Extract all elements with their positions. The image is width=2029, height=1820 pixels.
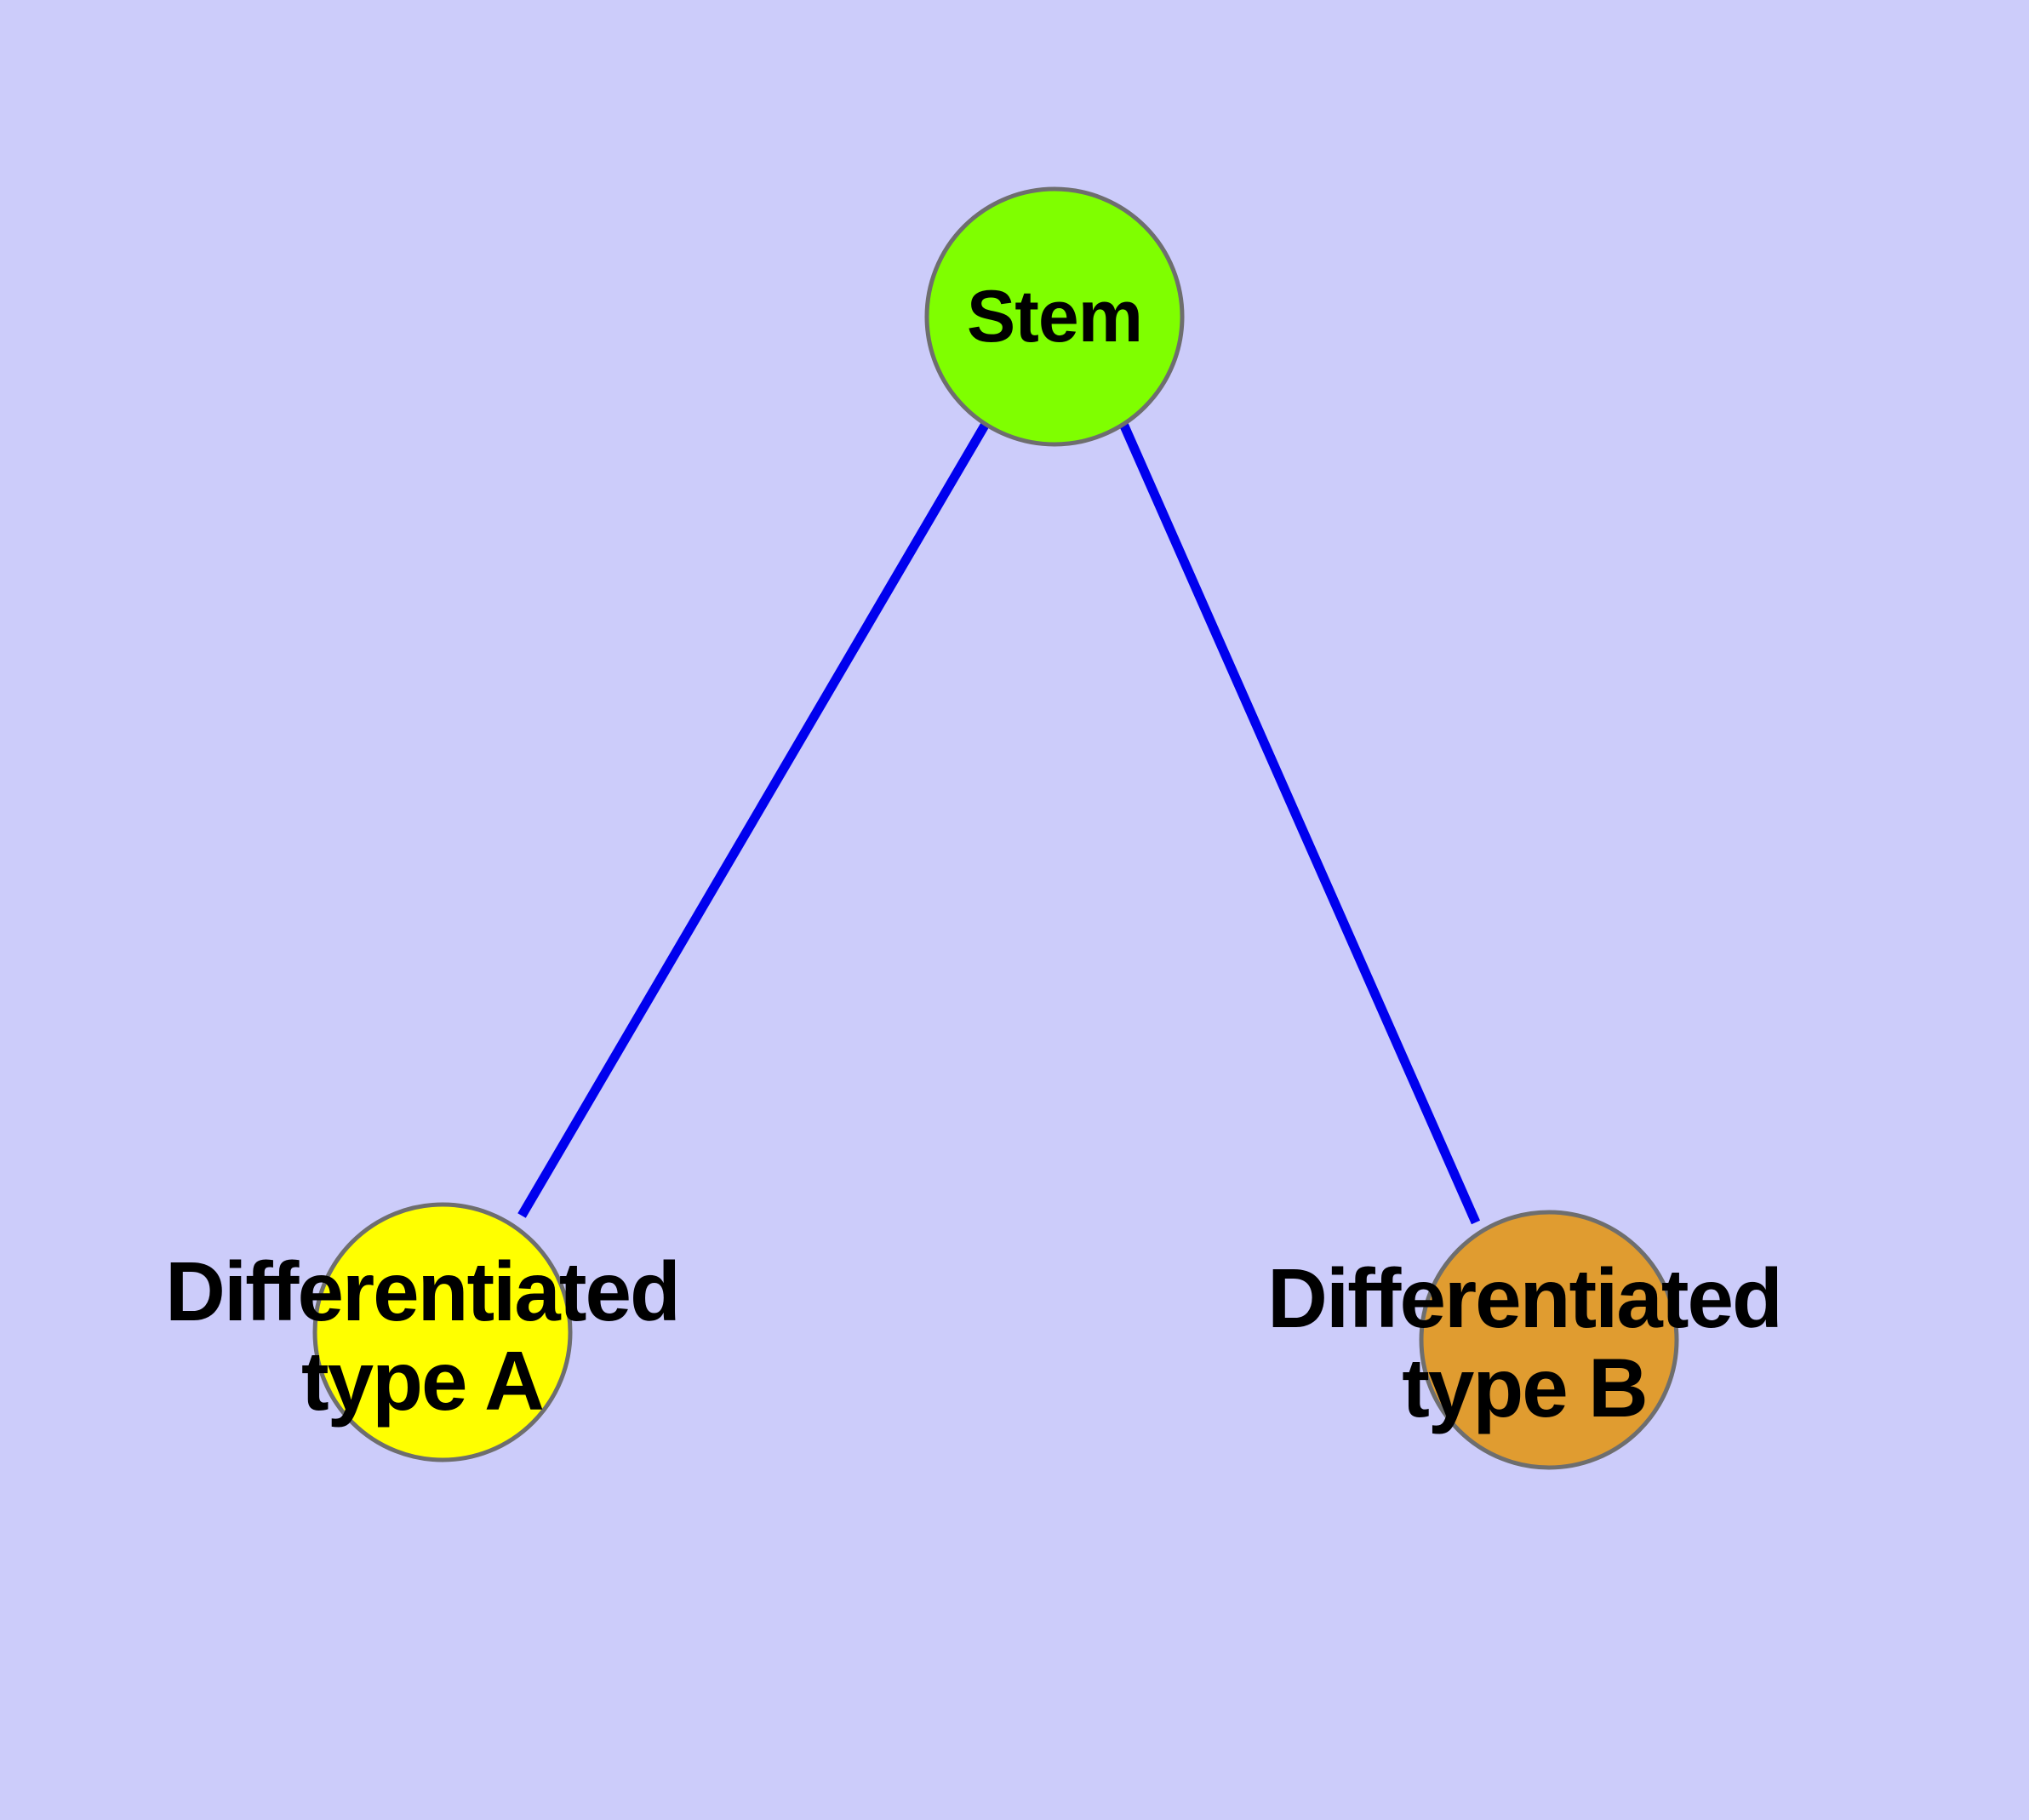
node-diff-type-a[interactable]: [312, 1202, 573, 1462]
node-layer: [312, 186, 1679, 1470]
edge-stem-to-type-b[interactable]: [1118, 421, 1481, 1225]
edge-layer: [517, 421, 1481, 1225]
node-stem[interactable]: [924, 186, 1185, 447]
edge-stem-to-type-a[interactable]: [517, 421, 990, 1218]
node-diff-type-b[interactable]: [1419, 1210, 1679, 1470]
